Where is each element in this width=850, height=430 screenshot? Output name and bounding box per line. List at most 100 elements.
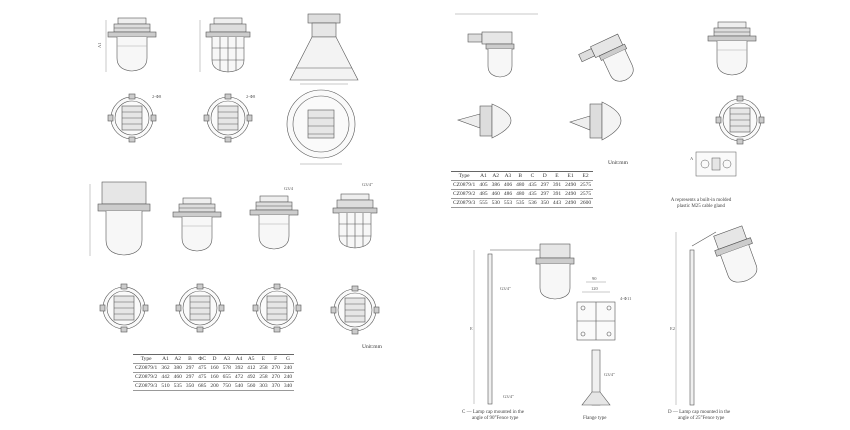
svg-text:2-Φ8: 2-Φ8 (246, 94, 256, 99)
table-cell: 2490 (563, 198, 579, 208)
lamp-side-view-1 (455, 13, 538, 78)
table-cell: 485 (477, 189, 490, 199)
table-cell: 297 (538, 180, 551, 190)
table-cell: CZ0879/2 (451, 189, 478, 199)
lamp-profile-1 (457, 103, 512, 139)
table-cell: 578 (220, 363, 233, 373)
table-cell: 406 (501, 180, 515, 190)
table-cell: 2490 (563, 189, 579, 199)
table-cell: 270 (269, 372, 282, 382)
flange-90-label: 90 (592, 276, 597, 281)
table-cell: 435 (526, 189, 539, 199)
table-cell: 492 (245, 372, 258, 382)
table-cell: 685 (196, 381, 209, 391)
table-cell: 270 (269, 363, 282, 373)
table-header-cell: D (208, 354, 221, 364)
lamp-highbay-view (289, 13, 359, 85)
table-header-cell: Type (133, 354, 160, 364)
table-cell: 530 (489, 198, 502, 208)
e2-label: E2 (670, 326, 675, 331)
table-cell: 486 (501, 189, 515, 199)
table-cell: 475 (196, 363, 209, 373)
flange-drawing (576, 281, 616, 406)
table-cell: 391 (550, 180, 564, 190)
caption-d-line1: D — Lamp cap mounted in the (668, 410, 731, 415)
table-cell: 160 (208, 372, 221, 382)
lamp-front-view-4 (172, 197, 222, 252)
table-cell: 297 (183, 363, 197, 373)
table-cell: 412 (245, 363, 258, 373)
lamp-side-view-3 (707, 21, 757, 76)
lamp-front-view-1: A1 (97, 17, 157, 72)
table-cell: 350 (183, 381, 197, 391)
table-cell: 536 (526, 198, 539, 208)
table-cell: CZ0879/1 (133, 363, 160, 373)
table-cell: 297 (183, 372, 197, 382)
lamp-front-view-2 (199, 17, 251, 73)
table-header-cell: B (183, 354, 197, 364)
flange-120-label: 120 (591, 286, 599, 291)
table-header-cell: G (281, 354, 295, 364)
table-cell: 200 (208, 381, 221, 391)
table-cell: 2490 (563, 180, 579, 190)
table-cell: 160 (208, 363, 221, 373)
lamp-front-view-5: G3/4 (249, 186, 299, 250)
caption-c-line1: C — Lamp cap mounted in the (462, 410, 524, 415)
svg-text:A1: A1 (97, 43, 102, 49)
table-cell: 555 (477, 198, 490, 208)
table-cell: 535 (171, 381, 184, 391)
table-cell: CZ0879/2 (133, 372, 160, 382)
table-header-cell: A2 (489, 171, 502, 181)
lamp-top-view-3 (286, 89, 356, 165)
table-cell: 2575 (578, 189, 594, 199)
table-cell: 535 (514, 198, 527, 208)
table-cell: 303 (257, 381, 270, 391)
table-cell: 475 (196, 372, 209, 382)
e-label: E (470, 326, 473, 331)
table-cell: 386 (489, 180, 502, 190)
table-cell: 480 (514, 180, 527, 190)
table-cell: CZ0879/3 (133, 381, 160, 391)
table-cell: 350 (538, 198, 551, 208)
caption-c-line2: angle of 90°Fence type (472, 416, 519, 421)
table-header-cell: A3 (501, 171, 515, 181)
table-cell: 655 (220, 372, 233, 382)
table-cell: 553 (501, 198, 515, 208)
cable-gland-detail: A (690, 151, 737, 177)
table-cell: 392 (232, 363, 246, 373)
lamp-profile-2 (569, 101, 622, 141)
gland-note-text: A represents a built-in molded plastic M… (670, 198, 732, 209)
table-header-cell: A3 (220, 354, 233, 364)
table-cell: 240 (281, 363, 295, 373)
a-label: A (690, 156, 694, 161)
table-cell: 2600 (578, 198, 594, 208)
table-cell: 472 (232, 372, 246, 382)
table-cell: 258 (257, 363, 270, 373)
table-header-cell: E (257, 354, 270, 364)
g34-label-c: G3/4" (503, 394, 514, 399)
table-cell: 297 (538, 189, 551, 199)
table-header-cell: Type (451, 171, 478, 181)
lamp-top-view-1: 2-Φ8 (107, 93, 162, 143)
g34-label-a: G3/4" (362, 182, 373, 187)
g34-label-d: G3/4" (604, 372, 615, 377)
table-header-cell: A4 (232, 354, 246, 364)
right-table-unit: Unit:mm (608, 160, 628, 166)
table-cell: 460 (489, 189, 502, 199)
lamp-top-view-4 (99, 283, 149, 333)
table-cell: CZ0879/1 (451, 180, 478, 190)
table-header-cell: C (526, 171, 539, 181)
table-cell: 340 (281, 381, 295, 391)
table-cell: 435 (526, 180, 539, 190)
left-table-unit: Unit:mm (362, 344, 382, 350)
table-cell: 443 (550, 198, 564, 208)
table-header-cell: A5 (245, 354, 258, 364)
table-cell: 362 (159, 363, 172, 373)
